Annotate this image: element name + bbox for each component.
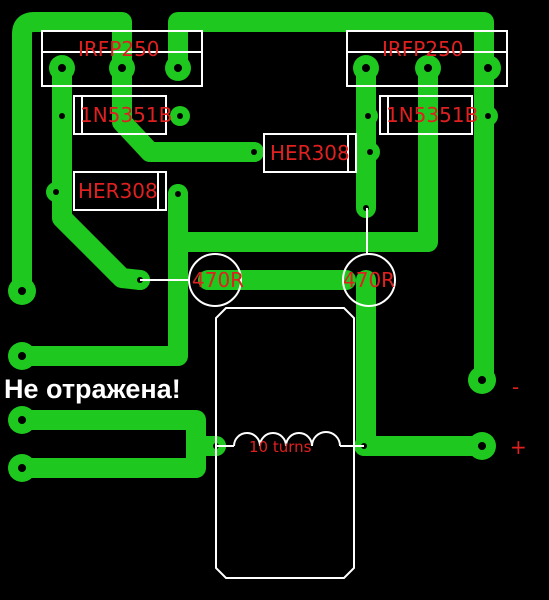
diode-center-outline: [263, 133, 357, 173]
terminal-plus-label: +: [510, 435, 527, 459]
component-labels: IRFP250 IRFP250 1N5351B 1N5351B HER308 H…: [78, 37, 527, 459]
trace-right-drain: [168, 58, 438, 252]
trace-coil-left: [12, 410, 206, 478]
resistor-left-label: 470R: [192, 268, 244, 292]
warning-text: Не отражена!: [4, 374, 181, 404]
diode-lower-left-outline: [73, 171, 167, 211]
trace-top-right-rail: [168, 12, 494, 390]
coil-label: 10 turns: [249, 438, 312, 456]
resistor-right-outline: [342, 253, 396, 307]
silkscreen: [41, 30, 508, 579]
resistor-right-label: 470R: [343, 268, 395, 292]
terminal-minus-label: -: [512, 375, 519, 399]
transistor-right-outline: [346, 30, 508, 87]
trace-left-feed: [12, 184, 188, 366]
transistor-left-outline: [41, 30, 203, 87]
pads: [8, 55, 501, 482]
coil-former-outline: [215, 307, 355, 579]
transistor-left-label: IRFP250: [78, 37, 160, 61]
diode-lower-left-label: HER308: [78, 179, 158, 203]
diode-left-label: 1N5351B: [80, 103, 172, 127]
trace-left-rail: [12, 12, 132, 301]
coil-winding: [233, 431, 341, 447]
diode-right-label: 1N5351B: [386, 103, 478, 127]
diode-center-label: HER308: [270, 141, 350, 165]
diode-right-outline: [379, 95, 473, 135]
transistor-right-label: IRFP250: [382, 37, 464, 61]
diode-left-outline: [73, 95, 167, 135]
trace-right-output: [356, 270, 494, 456]
